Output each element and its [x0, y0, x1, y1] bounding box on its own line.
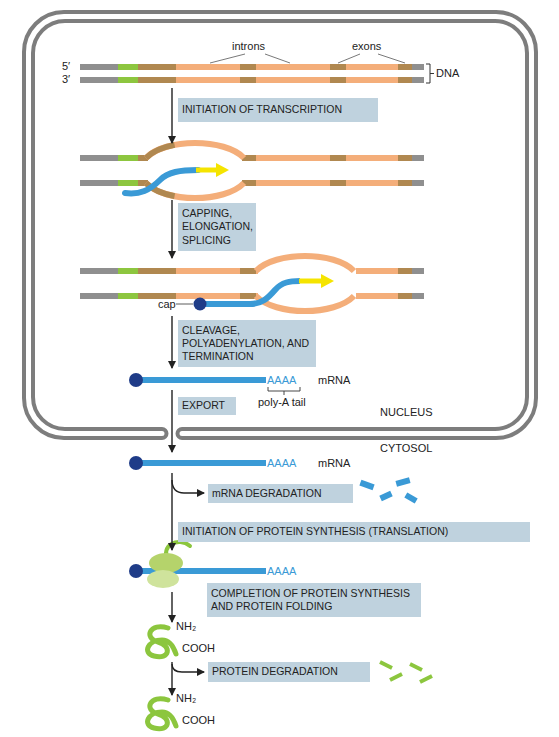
step-label: CLEAVAGE, POLYADENYLATION, AND TERMINATI…: [182, 324, 312, 363]
step-box: PROTEIN DEGRADATION: [208, 662, 370, 682]
open-strand: [146, 183, 244, 198]
dna-strand-top: [80, 268, 424, 274]
text-label: NH₂: [176, 692, 196, 705]
open-strand: [146, 143, 244, 158]
step-box: COMPLETION OF PROTEIN SYNTHESIS AND PROT…: [207, 583, 421, 617]
step-label: COMPLETION OF PROTEIN SYNTHESIS AND PROT…: [211, 587, 417, 613]
flow-arrow: [171, 592, 172, 622]
text-label: COOH: [182, 642, 215, 655]
dna-strand-bottom: [80, 293, 424, 299]
polymerase-arrow: [196, 168, 218, 173]
mrna-fragment: [379, 491, 392, 502]
polymerase-arrow-head: [216, 163, 229, 177]
branch-arrow: [172, 480, 204, 493]
step-label: EXPORT: [182, 399, 225, 412]
region-label: NUCLEUS: [380, 406, 433, 419]
text-label: AAAA: [267, 374, 296, 387]
text-label: CYTOSOL: [380, 442, 432, 455]
step-box: CLEAVAGE, POLYADENYLATION, AND TERMINATI…: [178, 320, 316, 367]
step-label: mRNA DEGRADATION: [212, 487, 321, 500]
open-strand: [256, 256, 354, 271]
cap-dot: [129, 373, 143, 387]
text-label: exons: [352, 40, 381, 53]
step-box: EXPORT: [178, 397, 236, 415]
text-label: mRNA: [318, 374, 350, 387]
rna-strand: [200, 281, 300, 304]
cap-dot: [129, 564, 143, 578]
leader-line: [210, 54, 405, 63]
flow-arrow: [171, 88, 172, 143]
dna-strand-top: [80, 64, 424, 70]
text-label: mRNA: [318, 457, 350, 470]
text-label: AAAA: [267, 565, 296, 578]
bubble-gap: [258, 263, 356, 303]
polymerase-arrow: [299, 279, 323, 284]
mrna-bar: [136, 460, 266, 466]
text-label: DNA: [436, 67, 459, 80]
protein-fragment: [390, 674, 402, 680]
cap-dot: [129, 456, 143, 470]
mrna-fragment: [359, 480, 374, 490]
polymerase-arrow-head: [321, 274, 334, 288]
mrna-fragments: [359, 477, 417, 503]
text-label: poly-A tail: [258, 396, 306, 409]
nuclear-envelope-shape: [24, 12, 536, 438]
protein-fragment: [420, 676, 432, 682]
step-box: INITIATION OF TRANSCRIPTION: [178, 98, 378, 122]
step-label: PROTEIN DEGRADATION: [212, 665, 338, 678]
dna-bracket: [426, 64, 434, 83]
protein-chain: [148, 627, 176, 657]
text-label: NH₂: [176, 620, 196, 633]
step-box: INITIATION OF PROTEIN SYNTHESIS (TRANSLA…: [178, 522, 530, 542]
protein-chain: [148, 699, 176, 729]
text-label: introns: [232, 40, 265, 53]
flow-arrow: [171, 390, 172, 452]
mrna-fragment: [395, 477, 410, 486]
ribosome-small: [147, 570, 179, 588]
text-label: 3′: [62, 73, 70, 86]
open-strand: [146, 183, 244, 198]
mrna-bar: [136, 377, 266, 383]
step-box: CAPPING, ELONGATION, SPLICING: [178, 203, 256, 251]
flow-arrow: [171, 316, 172, 368]
dna-strand-top: [80, 155, 424, 161]
step-label: CAPPING, ELONGATION, SPLICING: [182, 207, 253, 246]
step-label: INITIATION OF TRANSCRIPTION: [182, 103, 342, 116]
dna-strand-bottom: [80, 77, 424, 83]
leader-line: [176, 304, 193, 305]
flow-arrows: [172, 88, 204, 695]
text-label: COOH: [182, 714, 215, 727]
text-label: 5′: [62, 60, 70, 73]
step-label: INITIATION OF PROTEIN SYNTHESIS (TRANSLA…: [182, 525, 448, 538]
cap-dot: [194, 298, 207, 311]
flow-arrow: [171, 200, 172, 258]
branch-arrow: [172, 664, 204, 672]
rna-strand: [125, 170, 198, 193]
dna-strand-bottom: [80, 180, 424, 186]
ribosome-large: [149, 553, 183, 573]
protein-fragment: [410, 664, 422, 670]
step-box: mRNA DEGRADATION: [208, 484, 353, 503]
poly-a-bracket: [268, 387, 300, 395]
protein-fragment: [380, 662, 392, 668]
open-strand: [146, 143, 244, 158]
protein-fragments: [380, 662, 432, 682]
text-label: AAAA: [267, 457, 296, 470]
text-label: cap: [158, 298, 176, 311]
mrna-fragment: [404, 492, 417, 503]
